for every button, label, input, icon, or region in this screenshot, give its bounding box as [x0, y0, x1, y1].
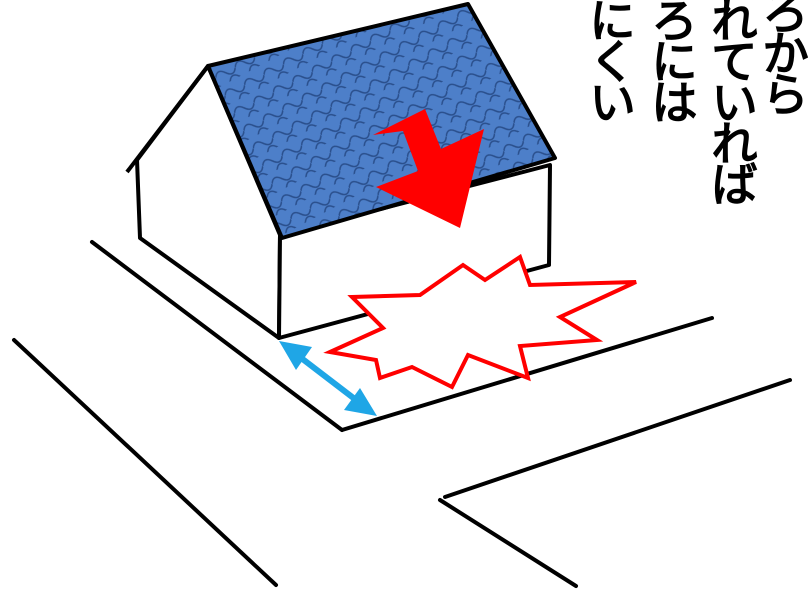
road-line-corner [440, 500, 576, 586]
road-line-left-outer [14, 340, 276, 585]
text-column-3: ろには [646, 0, 693, 119]
text-column-4: にくい [584, 0, 631, 119]
text-column-2: れていれば [706, 0, 753, 201]
road-line-right-outer [445, 380, 790, 497]
text-column-1: ろから [757, 0, 804, 111]
